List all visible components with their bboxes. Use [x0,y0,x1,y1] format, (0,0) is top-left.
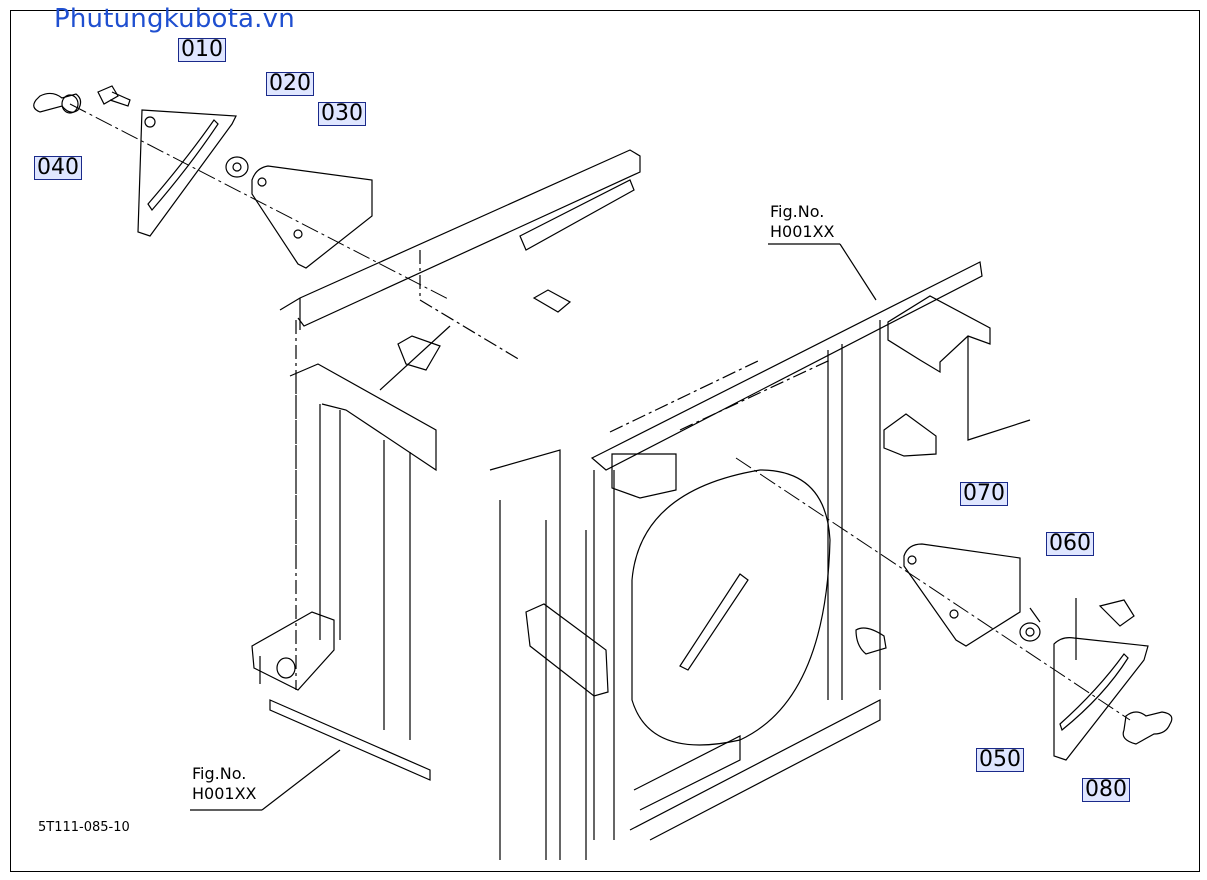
washer-020 [225,156,249,178]
callout-070[interactable]: 070 [960,482,1008,506]
wing-nut-080 [1122,711,1173,745]
callout-040[interactable]: 040 [34,156,82,180]
fig-ref-top-number: H001XX [770,222,835,241]
washer-060 [1019,622,1041,642]
callout-020[interactable]: 020 [266,72,314,96]
fig-ref-bottom[interactable]: Fig.No. H001XX [192,764,257,804]
bolt-left [97,85,131,107]
drawing-number: 5T111-085-10 [38,820,130,835]
fig-ref-bottom-number: H001XX [192,784,257,803]
callout-050[interactable]: 050 [976,748,1024,772]
fig-ref-top[interactable]: Fig.No. H001XX [770,202,835,242]
fig-ref-bottom-label: Fig.No. [192,764,247,783]
callout-010[interactable]: 010 [178,38,226,62]
drawing-frame [10,10,1200,872]
wing-nut-040 [33,92,82,114]
callout-060[interactable]: 060 [1046,532,1094,556]
fig-ref-top-label: Fig.No. [770,202,825,221]
indicator-plate-050 [1053,637,1149,761]
bracket-030 [251,165,373,269]
indicator-plate-010 [137,109,237,237]
callout-030[interactable]: 030 [318,102,366,126]
callout-080[interactable]: 080 [1082,778,1130,802]
bracket-070 [903,543,1021,647]
watermark: Phutungkubota.vn [54,4,295,34]
